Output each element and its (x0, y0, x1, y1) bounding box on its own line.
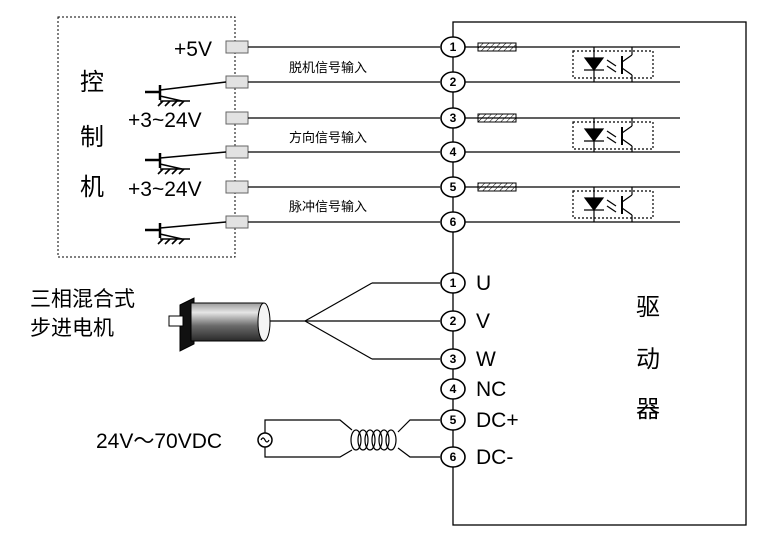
resistor-icons (477, 42, 517, 192)
power-terminals: 1 U 2 V 3 W 4 NC 5 DC+ 6 DC- (440, 272, 519, 469)
signal-terminal-2: 2 (440, 71, 466, 93)
signal-label-pulse: 脉冲信号输入 (289, 199, 367, 214)
driver-label-char-3: 器 (636, 396, 660, 423)
motor-label-line-2: 步进电机 (30, 317, 114, 340)
svg-text:5: 5 (450, 413, 457, 427)
signal-terminal-5: 5 (440, 176, 466, 198)
power-terminal-v-label: V (476, 310, 490, 333)
controller-terminal-5 (225, 180, 249, 194)
power-terminal-nc-label: NC (476, 378, 506, 401)
inductor-coil-icon (350, 429, 397, 451)
power-terminal-dc-minus-label: DC- (476, 446, 513, 469)
controller-label: 控 制 机 (80, 69, 104, 201)
signal-terminal-1: 1 (440, 36, 466, 58)
optocoupler-icon-2 (572, 118, 654, 152)
power-terminal-u: 1 U (440, 272, 491, 295)
transistor-icon-1 (145, 81, 227, 107)
svg-text:6: 6 (450, 450, 457, 464)
svg-text:3: 3 (450, 352, 457, 366)
svg-text:6: 6 (450, 215, 457, 229)
power-terminal-w-label: W (476, 348, 496, 371)
driver-label-char-1: 驱 (636, 294, 660, 321)
supply-label-1: +5V (174, 38, 212, 61)
signal-terminal-6: 6 (440, 211, 466, 233)
motor-wires (270, 282, 440, 360)
svg-text:1: 1 (450, 40, 457, 54)
controller-terminal-4 (225, 145, 249, 159)
signal-label-direction: 方向信号输入 (289, 130, 367, 145)
power-terminal-dc-minus: 6 DC- (440, 446, 513, 469)
resistor-icon-1 (477, 42, 517, 52)
supply-label-2: +3~24V (128, 109, 202, 132)
power-terminal-u-label: U (476, 272, 491, 295)
signal-terminals: 1 2 3 4 5 6 (440, 36, 466, 233)
controller-terminal-6 (225, 215, 249, 229)
power-supply-label: 24V～70VDC (96, 430, 222, 453)
driver-label-char-2: 动 (636, 346, 660, 373)
power-wires (264, 419, 440, 458)
motor-label-line-1: 三相混合式 (30, 288, 135, 311)
controller-label-char-3: 机 (80, 174, 104, 201)
signal-wires (248, 46, 440, 223)
svg-text:2: 2 (450, 75, 457, 89)
optocoupler-icon-1 (572, 47, 654, 82)
optocoupler-icon-3 (572, 187, 654, 222)
controller-box (57, 16, 236, 258)
driver-label: 驱 动 器 (636, 294, 660, 423)
resistor-icon-2 (477, 113, 517, 123)
svg-text:4: 4 (450, 382, 457, 396)
power-terminal-w: 3 W (440, 348, 496, 371)
optocoupler-icons (572, 47, 654, 222)
transistor-icon-3 (145, 221, 227, 245)
motor-icon (168, 297, 271, 352)
svg-text:1: 1 (450, 276, 457, 290)
svg-text:4: 4 (450, 145, 457, 159)
signal-terminal-4: 4 (440, 141, 466, 163)
controller-label-char-1: 控 (80, 69, 104, 96)
controller-terminals (225, 40, 249, 229)
power-terminal-dc-plus: 5 DC+ (440, 409, 519, 432)
controller-terminal-3 (225, 111, 249, 125)
svg-text:2: 2 (450, 314, 457, 328)
resistor-icon-3 (477, 182, 517, 192)
transistor-icon-2 (145, 151, 227, 175)
transistor-icons (145, 81, 227, 245)
power-terminal-nc: 4 NC (440, 378, 506, 401)
controller-label-char-2: 制 (80, 124, 104, 151)
signal-terminal-3: 3 (440, 107, 466, 129)
supply-label-3: +3~24V (128, 178, 202, 201)
controller-terminal-1 (225, 40, 249, 54)
power-terminal-dc-plus-label: DC+ (476, 409, 519, 432)
svg-text:5: 5 (450, 180, 457, 194)
svg-text:3: 3 (450, 111, 457, 125)
signal-label-offline: 脱机信号输入 (289, 60, 367, 75)
controller-terminal-2 (225, 75, 249, 89)
power-source-icon (257, 432, 273, 448)
power-terminal-v: 2 V (440, 310, 490, 333)
